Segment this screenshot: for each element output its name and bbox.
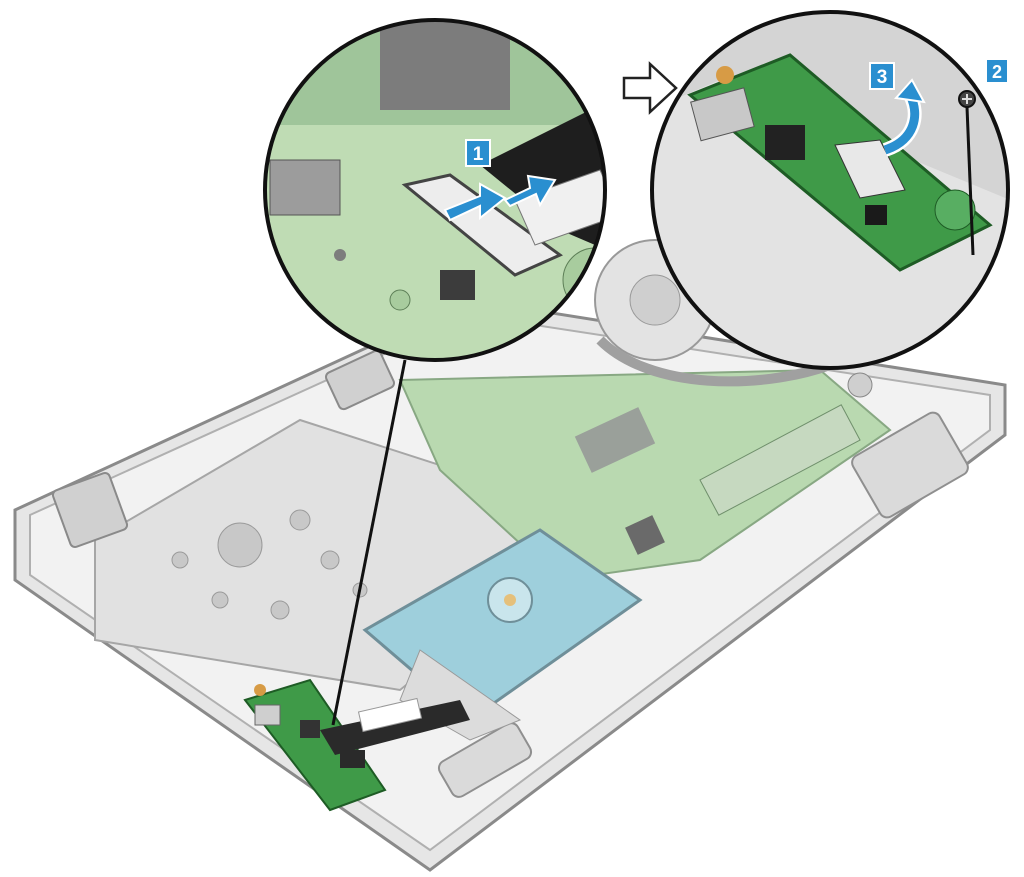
screw-icon — [958, 90, 976, 256]
outline-right-arrow-icon — [622, 61, 678, 115]
right-speaker — [851, 411, 969, 519]
slide-arrow-left-icon — [443, 182, 507, 222]
step-badge-3-label: 3 — [877, 67, 888, 88]
io-board-in-chassis — [243, 678, 387, 812]
step-badge-1: 1 — [465, 139, 491, 167]
motherboard — [398, 368, 892, 582]
hard-drive — [362, 528, 643, 741]
right-hinge — [325, 349, 395, 411]
io-board-cable — [320, 697, 470, 755]
zoom-callout-step-1 — [263, 18, 607, 362]
left-speaker — [437, 722, 533, 798]
pull-arrow-right-icon — [503, 174, 557, 208]
step-badge-3: 3 — [869, 62, 895, 90]
left-hinge — [51, 471, 129, 549]
step-badge-1-label: 1 — [473, 144, 484, 165]
step-badge-2-label: 2 — [992, 62, 1002, 82]
odd-bay-holes — [171, 509, 368, 620]
callout-leader-line — [331, 359, 407, 726]
lift-arrow-icon — [882, 78, 926, 157]
step-badge-2: 2 — [985, 58, 1009, 84]
zoom-callout-steps-2-3 — [650, 10, 1010, 370]
